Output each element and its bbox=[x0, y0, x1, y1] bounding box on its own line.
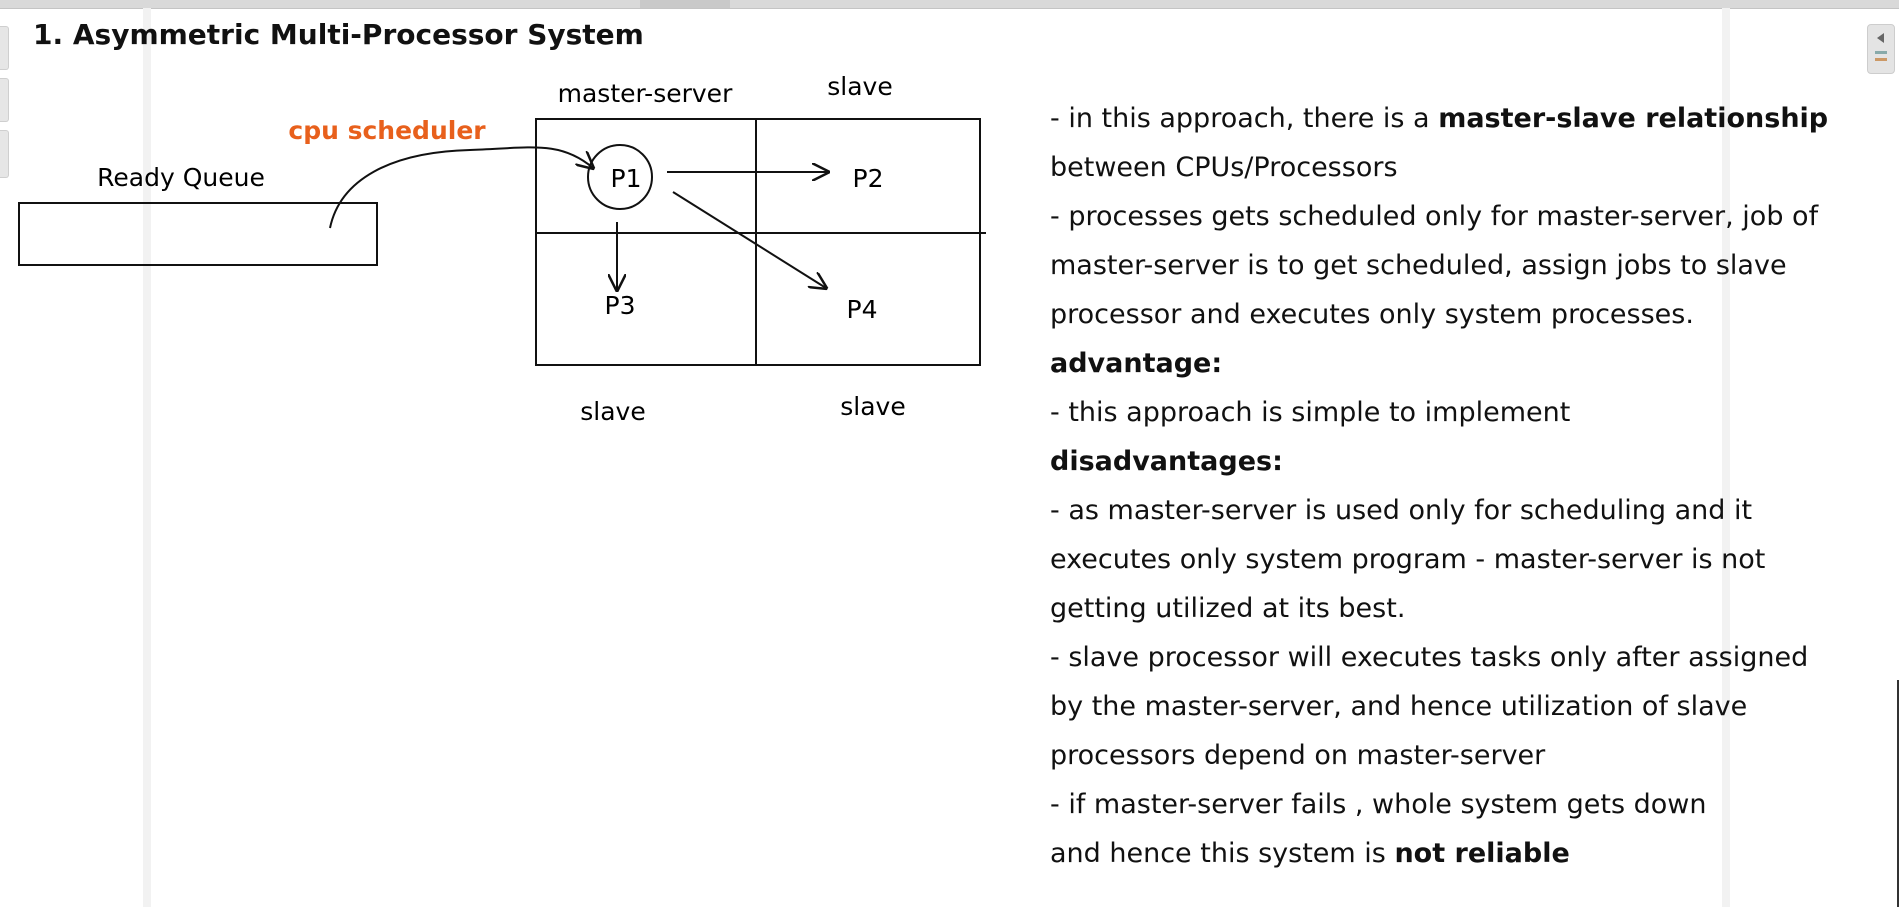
toolbar-segment bbox=[640, 0, 730, 8]
page-margin-guide bbox=[1722, 8, 1730, 907]
side-tool-button[interactable] bbox=[0, 26, 9, 70]
arrow-p1-to-p4 bbox=[672, 191, 826, 288]
process-p1: P1 bbox=[611, 164, 642, 193]
scheduler-arrow bbox=[329, 146, 593, 229]
process-p2: P2 bbox=[853, 164, 884, 193]
note-emphasis: not reliable bbox=[1394, 838, 1570, 869]
note-line: getting utilized at its best. bbox=[1050, 593, 1406, 624]
heading-text: advantage: bbox=[1050, 348, 1223, 379]
note-line: processors depend on master-server bbox=[1050, 740, 1546, 771]
process-p4: P4 bbox=[847, 295, 878, 324]
note-line: - processes gets scheduled only for mast… bbox=[1050, 201, 1819, 232]
notes-panel: - in this approach, there is a master-sl… bbox=[1050, 94, 1890, 878]
master-server-label: master-server bbox=[558, 79, 733, 108]
slave-bottom-right-label: slave bbox=[840, 392, 905, 421]
ready-queue-label: Ready Queue bbox=[97, 163, 265, 192]
panel-toggle-button[interactable] bbox=[1867, 24, 1895, 74]
note-line: executes only system program - master-se… bbox=[1050, 544, 1766, 575]
slave-bottom-left-label: slave bbox=[580, 397, 645, 426]
process-p3: P3 bbox=[605, 291, 636, 320]
note-line: and hence this system is not reliable bbox=[1050, 829, 1890, 878]
note-line: between CPUs/Processors bbox=[1050, 152, 1398, 183]
page-margin-guide bbox=[143, 8, 151, 907]
processor-grid bbox=[535, 118, 981, 366]
note-line: master-server is to get scheduled, assig… bbox=[1050, 250, 1787, 281]
advantage-heading: advantage: bbox=[1050, 339, 1890, 388]
right-edge-line bbox=[1897, 680, 1899, 907]
note-text: - in this approach, there is a bbox=[1050, 103, 1439, 134]
slave-top-right-label: slave bbox=[827, 72, 892, 101]
shapes-icon bbox=[1875, 51, 1887, 54]
note-line: - as master-server is used only for sche… bbox=[1050, 495, 1753, 526]
note-line: processor and executes only system proce… bbox=[1050, 299, 1694, 330]
cpu-scheduler-label: cpu scheduler bbox=[288, 116, 486, 145]
note-line: - if master-server fails , whole system … bbox=[1050, 789, 1707, 820]
top-toolbar-strip bbox=[0, 0, 1899, 9]
diagram-canvas: Ready Queue cpu scheduler master-server … bbox=[18, 72, 986, 426]
disadvantages-heading: disadvantages: bbox=[1050, 437, 1890, 486]
shapes-icon bbox=[1875, 58, 1887, 61]
collapse-arrow-icon bbox=[1877, 33, 1884, 43]
heading-text: disadvantages: bbox=[1050, 446, 1283, 477]
note-text: and hence this system is bbox=[1050, 838, 1395, 869]
ready-queue-box bbox=[18, 202, 378, 266]
note-line: by the master-server, and hence utilizat… bbox=[1050, 691, 1748, 722]
note-line: - in this approach, there is a master-sl… bbox=[1050, 94, 1890, 143]
page-title: 1. Asymmetric Multi-Processor System bbox=[33, 18, 644, 51]
side-tool-button[interactable] bbox=[0, 78, 9, 122]
note-line: - slave processor will executes tasks on… bbox=[1050, 642, 1809, 673]
side-tool-button[interactable] bbox=[0, 130, 9, 178]
note-emphasis: master-slave relationship bbox=[1438, 103, 1829, 134]
p1-circle bbox=[587, 144, 653, 210]
note-line: - this approach is simple to implement bbox=[1050, 397, 1571, 428]
